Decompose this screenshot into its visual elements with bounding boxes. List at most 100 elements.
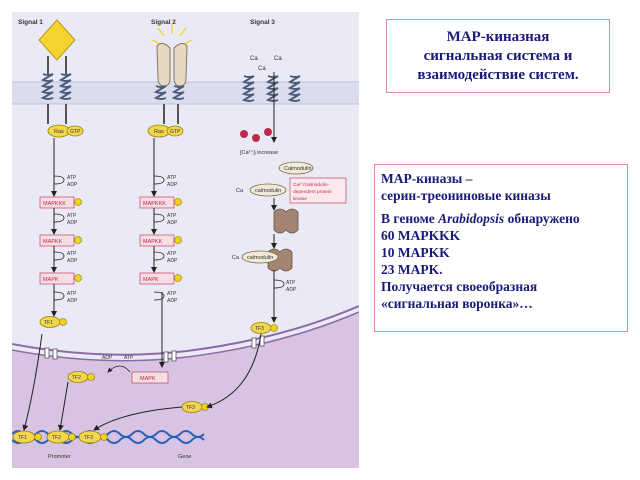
atp-loop-1-tf xyxy=(53,291,65,301)
mapkk-p-1 xyxy=(74,236,82,244)
atp-loop-1-mapkkk xyxy=(53,175,65,185)
receptor-2-rays xyxy=(151,24,193,45)
camk-label-box xyxy=(289,177,347,204)
dna-helix xyxy=(12,430,205,444)
mapk-p-2 xyxy=(174,274,182,282)
adp-label-1-tf: ADP xyxy=(67,298,78,304)
camk-label-1: Ca²⁺/calmodulin- xyxy=(293,182,330,188)
mapkkk-p-1 xyxy=(74,198,82,206)
tf3-cyto-label: TF3 xyxy=(255,326,264,332)
atp-label-1-tf: ATP xyxy=(67,291,77,297)
tf3-dna-label: TF3 xyxy=(84,435,93,441)
genome-species: Arabidopsis xyxy=(438,211,505,226)
camk-protein-1 xyxy=(273,208,299,234)
gtp-2-label: GTP xyxy=(170,129,181,135)
calm-atp-label: ATP xyxy=(286,280,296,286)
mapkk-box-1 xyxy=(39,234,75,247)
mapkk-p-2 xyxy=(174,236,182,244)
calm-adp-label: ADP xyxy=(286,287,297,293)
info-mapkkk-count: 60 MAPKKK xyxy=(381,228,461,243)
calmodulin-1-label: calmodulin xyxy=(255,188,281,194)
tf3-cyto-p xyxy=(270,324,278,332)
gtp-2 xyxy=(166,125,184,137)
nuclear-pore-1 xyxy=(44,347,58,360)
ca-ion-1: Ca xyxy=(250,56,258,62)
tf2-dna-label: TF2 xyxy=(52,435,61,441)
mapkkk-p-2 xyxy=(174,198,182,206)
mapkk-label-2: MAPKK xyxy=(143,239,163,245)
ca-ion-2: Ca xyxy=(274,56,282,62)
mapkkk-label-1: MAPKKK xyxy=(43,201,66,207)
ca-ion-3: Ca xyxy=(258,66,266,72)
mapkk-box-2 xyxy=(139,234,175,247)
genome-prefix: В геноме xyxy=(381,211,439,226)
mapkkk-box-1 xyxy=(39,196,75,209)
ca-ion-4: Ca xyxy=(236,188,244,194)
calmodulin-2 xyxy=(241,250,279,264)
nuc-atp-label: ATP xyxy=(124,355,134,361)
tf1-dna-label: TF1 xyxy=(18,435,27,441)
atp-loop-2-tf xyxy=(153,291,165,301)
ca-increase-label: [Ca²⁺]ᵢ increase xyxy=(240,149,278,156)
info-mapk-count: 23 MAPK. xyxy=(381,262,443,277)
mapkkk-label-2: MAPKKK xyxy=(143,201,166,207)
tf3-nuc-label: TF3 xyxy=(186,405,195,411)
atp-loop-2-mapkk xyxy=(153,213,165,223)
ras-2-label: Ras xyxy=(154,129,164,135)
calmodulin-1 xyxy=(249,183,287,197)
tf2-nuc-label: TF2 xyxy=(72,375,81,381)
info-mapkk-count: 10 MAPKK xyxy=(381,245,450,260)
title-line-2: сигнальная система и xyxy=(423,48,573,64)
signal-1-label: Signal 1 xyxy=(18,19,43,26)
mapkk-label-1: MAPKK xyxy=(43,239,63,245)
tf1-cyto-label: TF1 xyxy=(44,320,53,326)
calmodulin-cap xyxy=(278,161,314,175)
atp-label-1-mapkk: ATP xyxy=(67,213,77,219)
adp-label-1-mapkkk: ADP xyxy=(67,182,78,188)
calmodulin-cap-label: Calmodulin xyxy=(284,166,312,172)
adp-label-2-mapkk: ADP xyxy=(167,220,178,226)
promoter-label: Promoter xyxy=(48,454,71,460)
ras-1-label: Ras xyxy=(54,129,64,135)
atp-loop-2-mapk xyxy=(153,251,165,261)
title-line-3: взаимодействие систем. xyxy=(417,67,579,83)
mapk-box-1 xyxy=(39,272,75,285)
calmodulin-2-label: calmodulin xyxy=(247,255,273,261)
receptor-2-body xyxy=(156,42,171,87)
map-kinase-pathway-diagram: Signal 1 Signal 2 Signal 3 Ca Ca Ca [Ca²… xyxy=(12,12,359,468)
atp-label-2-mapk: ATP xyxy=(167,251,177,257)
nuc-adp-label: ADP xyxy=(102,355,113,361)
receptor-1-helices xyxy=(40,73,72,100)
mapk-label-1: MAPK xyxy=(43,277,59,283)
adp-label-1-mapkk: ADP xyxy=(67,220,78,226)
camk-label-2: dependent protein xyxy=(293,189,332,195)
gtp-1 xyxy=(66,125,84,137)
mapkkk-box-2 xyxy=(139,196,175,209)
signal-2-label: Signal 2 xyxy=(151,19,176,26)
atp-label-2-tf: ATP xyxy=(167,291,177,297)
title-box: МАР-киназная сигнальная система и взаимо… xyxy=(386,19,610,93)
title-line-1: МАР-киназная xyxy=(446,29,550,45)
signal-3-label: Signal 3 xyxy=(250,19,275,26)
adp-label-2-mapkkk: ADP xyxy=(167,182,178,188)
gtp-1-label: GTP xyxy=(70,129,81,135)
tf1-cyto-p xyxy=(59,318,67,326)
adp-label-2-tf: ADP xyxy=(167,298,178,304)
mapk-nuc-label: MAPK xyxy=(140,376,156,382)
mapk-p-1 xyxy=(74,274,82,282)
atp-label-1-mapkkk: ATP xyxy=(67,175,77,181)
nuclear-pore-2 xyxy=(163,350,177,363)
genome-suffix: обнаружено xyxy=(504,211,580,226)
atp-loop-1-mapk xyxy=(53,251,65,261)
mapk-nucleus xyxy=(131,371,169,384)
atp-label-2-mapkkk: ATP xyxy=(167,175,177,181)
atp-loop-2-mapkkk xyxy=(153,175,165,185)
mapk-box-2 xyxy=(139,272,175,285)
camk-label-3: kinase xyxy=(293,196,307,202)
ca-ion-5: Ca xyxy=(232,255,240,261)
atp-loop-1-mapkk xyxy=(53,213,65,223)
info-genome-line: В геноме Arabidopsis обнаружено xyxy=(381,210,621,227)
gene-label: Gene xyxy=(178,454,191,460)
info-result-2: «сигнальная воронка»… xyxy=(381,296,533,311)
mapk-label-2: MAPK xyxy=(143,277,159,283)
